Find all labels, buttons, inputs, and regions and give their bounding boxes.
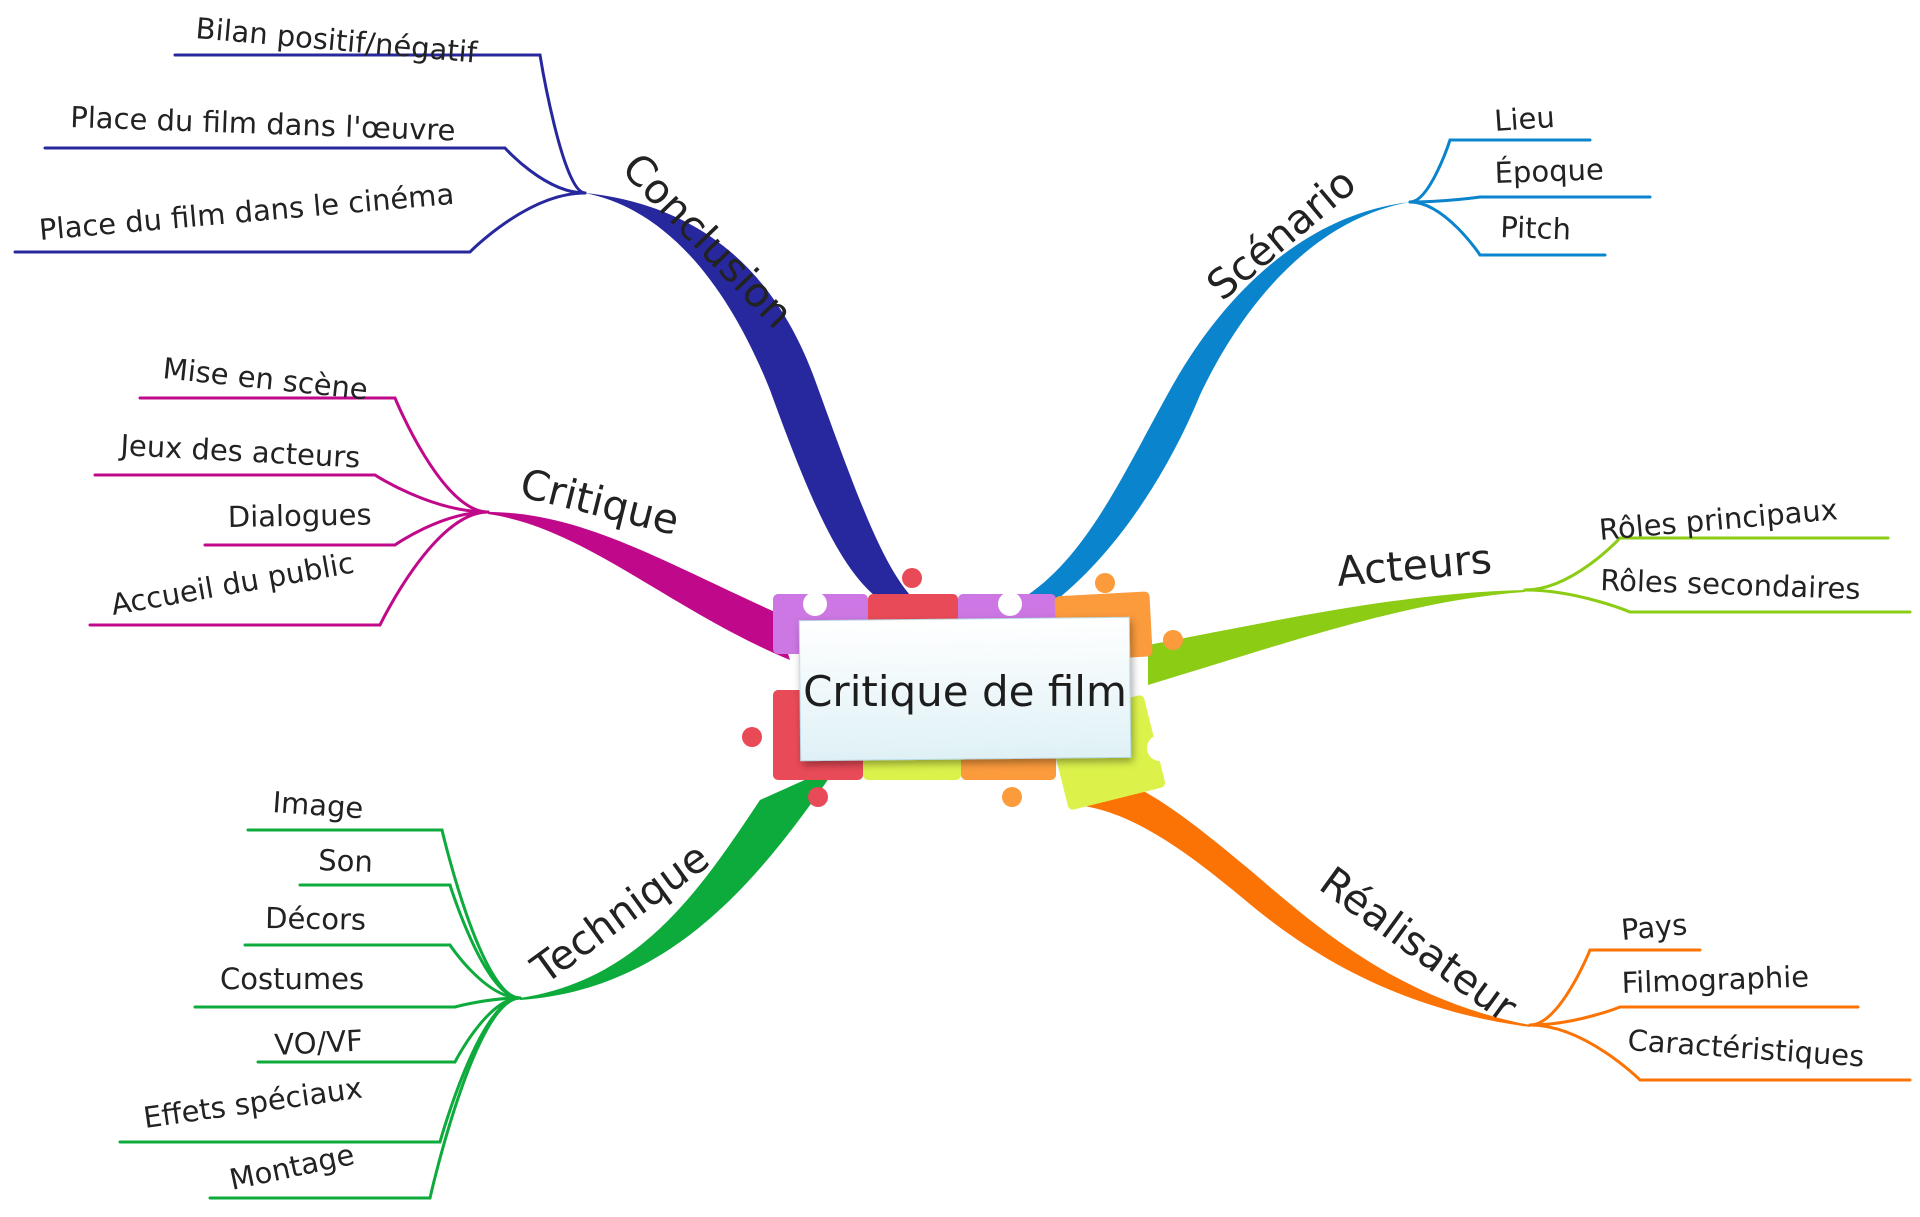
leaf-label: Dialogues	[228, 497, 372, 534]
branch-label-scenario: Scénario	[1198, 158, 1365, 309]
leaf-label: Filmographie	[1621, 959, 1810, 1000]
leaf-label: Époque	[1494, 152, 1604, 190]
leaf-label: Image	[272, 785, 365, 825]
leaf-label: Costumes	[220, 962, 364, 996]
leaf-label: Accueil du public	[108, 546, 356, 622]
puzzle-knob	[1147, 735, 1173, 761]
sub-branch-technique	[298, 883, 522, 1000]
sub-branch-realisateur	[1528, 948, 1702, 1027]
sub-branch-scenario	[1408, 200, 1607, 257]
sub-branch-critique	[93, 473, 490, 514]
puzzle-knob	[1163, 630, 1183, 650]
leaf-label: Jeux des acteurs	[118, 428, 362, 475]
leaf-label: Bilan positif/négatif	[194, 11, 479, 70]
branch-label-realisateur: Réalisateur	[1311, 857, 1526, 1031]
central-puzzle: Critique de film	[742, 568, 1183, 810]
center-card	[798, 616, 1132, 762]
leaf-label: Place du film dans l'œuvre	[70, 100, 456, 147]
branch-realisateur	[1075, 770, 1530, 1027]
leaf-label: Montage	[226, 1137, 357, 1197]
puzzle-knob	[998, 592, 1022, 616]
leaf-label: Lieu	[1493, 100, 1556, 138]
branch-scenario	[1020, 202, 1410, 605]
sub-branch-conclusion	[13, 191, 587, 254]
sub-branch-realisateur	[1528, 1005, 1860, 1027]
leaf-label: Décors	[265, 901, 366, 937]
sub-branch-technique	[208, 996, 522, 1200]
sub-branch-technique	[243, 943, 522, 1000]
puzzle-knob	[808, 787, 828, 807]
sub-branch-conclusion	[173, 53, 587, 195]
sub-branches	[13, 53, 1912, 1200]
branch-label-critique: Critique	[516, 459, 684, 545]
leaf-label: VO/VF	[274, 1023, 364, 1062]
puzzle-knob	[1095, 573, 1115, 593]
sub-branch-critique	[203, 510, 490, 547]
sub-branch-critique	[88, 510, 490, 627]
branch-conclusion	[585, 193, 910, 600]
center-label: Critique de film	[803, 667, 1127, 716]
leaf-label: Effets spéciaux	[141, 1071, 364, 1135]
branch-label-acteurs: Acteurs	[1335, 535, 1494, 596]
sub-branch-scenario	[1408, 138, 1592, 204]
sub-branch-technique	[193, 996, 522, 1009]
puzzle-knob	[1002, 787, 1022, 807]
sub-branch-conclusion	[43, 146, 587, 195]
leaf-label: Caractéristiques	[1627, 1023, 1866, 1073]
puzzle-knob	[803, 592, 827, 616]
puzzle-knob	[742, 727, 762, 747]
branch-critique	[488, 512, 790, 660]
leaf-label: Rôles secondaires	[1600, 563, 1861, 606]
sub-branch-critique	[138, 396, 490, 514]
sub-branch-acteurs	[1523, 588, 1912, 614]
leaf-label: Place du film dans le cinéma	[38, 177, 456, 247]
puzzle-knob	[902, 568, 922, 588]
branch-label-conclusion: Conclusion	[613, 144, 803, 338]
leaf-label: Pitch	[1500, 210, 1572, 246]
main-branches	[488, 193, 1530, 1027]
sub-branch-scenario	[1408, 195, 1652, 204]
branch-acteurs	[1148, 590, 1525, 685]
sub-branch-acteurs	[1523, 536, 1890, 592]
leaf-label: Son	[318, 843, 374, 879]
leaf-label: Pays	[1620, 907, 1689, 947]
branch-technique	[520, 765, 838, 1000]
sub-branch-realisateur	[1528, 1023, 1912, 1082]
